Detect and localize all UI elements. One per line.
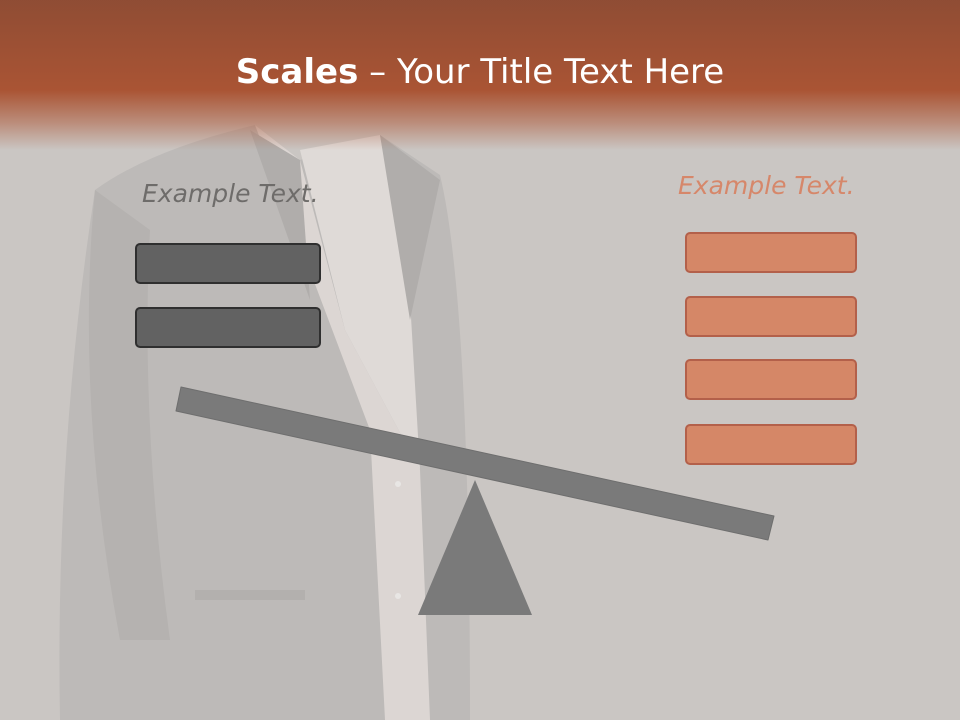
left-bar-1[interactable]	[135, 243, 321, 284]
title-bold: Scales	[235, 52, 359, 92]
title-rest: – Your Title Text Here	[358, 52, 725, 92]
left-bar-2[interactable]	[135, 307, 321, 348]
triangle-fulcrum	[418, 480, 532, 615]
right-bar-2[interactable]	[685, 296, 857, 337]
left-example-text: Example Text.	[142, 179, 319, 208]
right-bar-3[interactable]	[685, 359, 857, 400]
right-bar-4[interactable]	[685, 424, 857, 465]
slide-title: Scales – Your Title Text Here	[0, 52, 960, 92]
title-band	[0, 0, 960, 150]
right-example-text: Example Text.	[678, 171, 855, 200]
right-bar-1[interactable]	[685, 232, 857, 273]
scale-beam	[175, 386, 775, 541]
